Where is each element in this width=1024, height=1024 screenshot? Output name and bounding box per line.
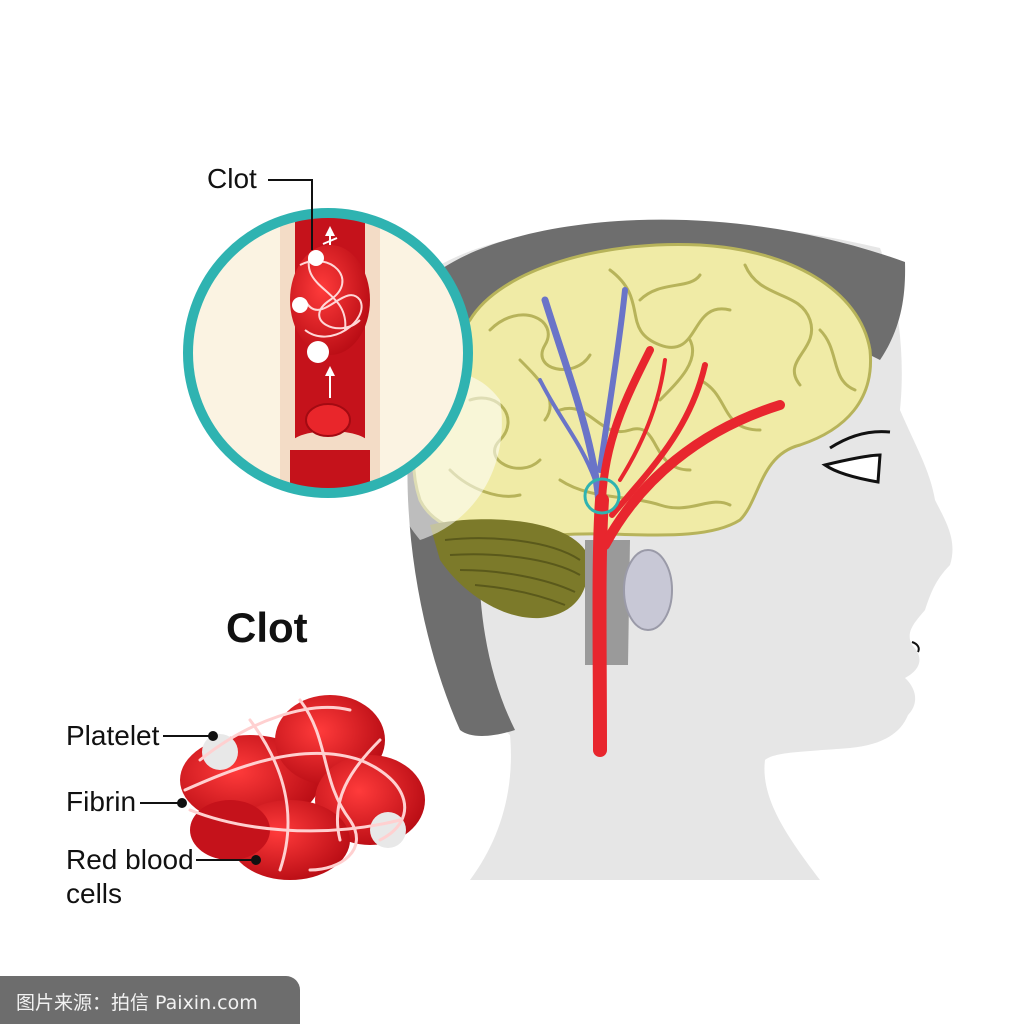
brain-cerebrum	[412, 242, 873, 539]
fibrin-label: Fibrin	[66, 786, 137, 817]
veins	[538, 287, 628, 524]
inset-clot-label: Clot	[207, 163, 257, 194]
watermark-text: 图片来源：拍信 Paixin.com	[16, 992, 258, 1014]
platelet-label: Platelet	[66, 720, 160, 751]
clot-title: Clot	[226, 604, 308, 651]
eye	[821, 430, 891, 484]
clot-locator-ring	[583, 477, 621, 515]
clot-leaders	[140, 731, 261, 865]
watermark-bar: 图片来源：拍信 Paixin.com	[0, 976, 300, 1024]
clot-illustration	[180, 695, 425, 880]
inset-magnifier	[183, 208, 473, 498]
brain-cerebellum	[430, 519, 588, 619]
mouth-line	[911, 641, 920, 653]
inset-clot-leader	[268, 179, 313, 250]
red-blood-cells-label: Red blood cells	[66, 844, 194, 909]
